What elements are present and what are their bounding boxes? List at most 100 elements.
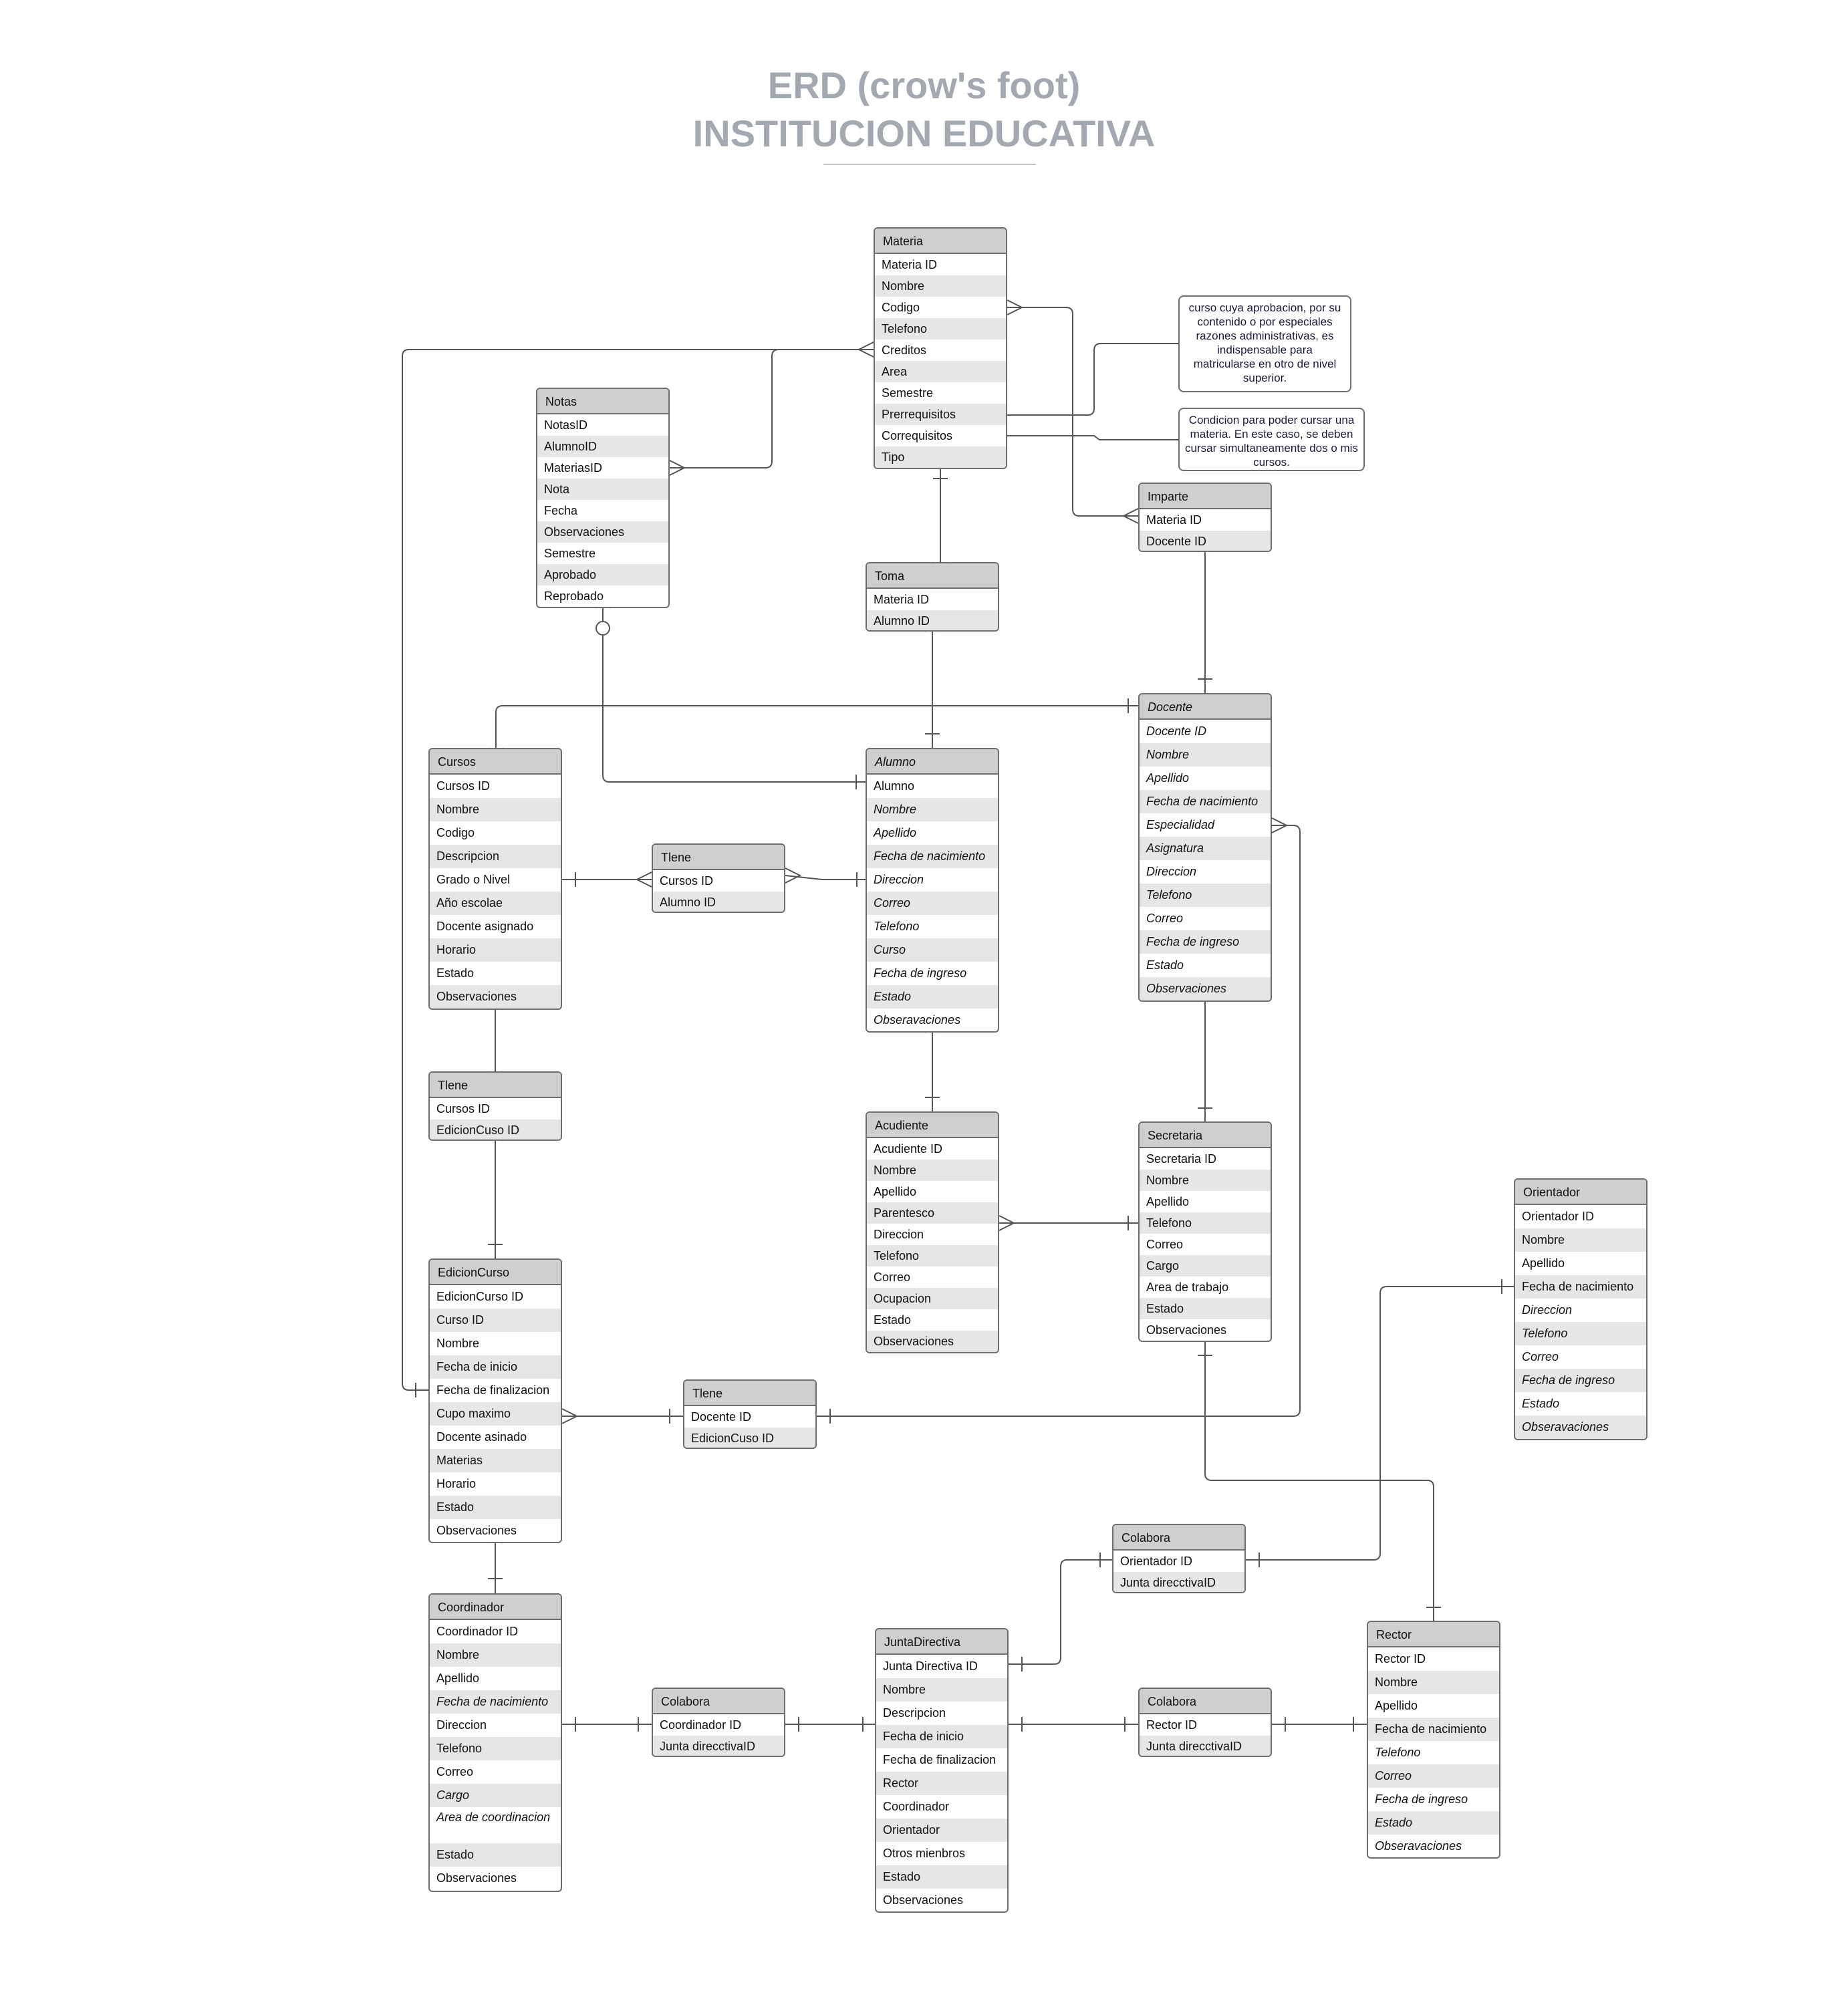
entity-field: Cargo [430,1784,561,1807]
entity-field: Apellido [874,1185,917,1198]
relationship-line [602,608,866,783]
entity-header: Rector [1368,1622,1499,1647]
entity-field: Apellido [1522,1256,1565,1270]
entity-field: Nombre [867,798,998,821]
entity-header: Coordinador [430,1595,561,1620]
entity-field: Codigo [882,301,920,314]
entity-field: Estado [876,1865,1007,1889]
entity-field: MateriasID [544,461,603,475]
entity-field: Telefono [1140,1212,1271,1234]
entity-field: Ocupacion [867,1288,998,1309]
entity-field: Fecha de ingreso [1375,1792,1468,1806]
entity-field: Horario [436,1477,477,1490]
relationship-line [1009,1559,1112,1665]
entity-field: Fecha de ingreso [874,966,967,980]
entity-field: Horario [430,938,561,962]
entity-field: Parentesco [867,1202,998,1224]
entity-field: Fecha de inicio [430,1355,561,1379]
entity-field: Observaciones [883,1893,964,1907]
relationship-line [1246,1286,1514,1561]
entity-header: Tlene [684,1381,815,1406]
entity-field: Correo [1522,1350,1559,1363]
entity-field: Estado [1522,1397,1560,1410]
entity-field: Observaciones [436,1524,517,1537]
entity-field: Estado [430,1496,561,1519]
entity-header: Docente [1140,694,1271,720]
relationship-line [670,349,874,468]
entity-field: Apellido [1146,1195,1190,1208]
entity-field: EdicionCurso ID [436,1290,524,1303]
entity-field: Descripcion [883,1706,946,1720]
entity-field: Especialidad [1146,818,1215,831]
entity-field: Telefono [1140,884,1271,907]
entity-field: Fecha de nacimiento [1515,1275,1646,1299]
entity-field: Curso ID [430,1309,561,1332]
entity-header: Notas [537,389,668,414]
entity-field: Asignatura [1140,837,1271,860]
entity-field: Docente ID [691,1410,752,1424]
entity-field: Apellido [1146,771,1190,785]
entity-field: Nombre [1140,1170,1271,1191]
entity-field: Nombre [1368,1671,1499,1694]
many-marker [1121,508,1139,524]
entity-header: Colabora [1140,1689,1271,1714]
entity-field: Telefono [874,920,920,933]
zero-marker [596,621,610,636]
entity-field: Rector ID [1146,1718,1198,1732]
entity-field: Correo [874,1270,911,1284]
entity-field: Orientador ID [1120,1555,1193,1568]
entity-field: Apellido [1375,1699,1418,1712]
entity-field: Nombre [1515,1228,1646,1252]
entity-field: Fecha de ingreso [1515,1369,1646,1392]
entity-field: Cupo maximo [430,1402,561,1426]
entity-field: Nombre [1140,743,1271,767]
entity-field: Docente asignado [436,920,534,933]
relationship-line [495,705,1138,748]
entity-field: Docente ID [1140,531,1271,551]
entity-field: Area [875,361,1006,382]
entity-field: Correo [1368,1764,1499,1788]
entity-field: Materia ID [1146,513,1202,527]
entity-header: Materia [875,229,1006,254]
entity-field: Direccion [436,1718,487,1732]
entity-field: Materia ID [874,593,930,606]
many-marker [1007,299,1024,315]
entity-field: Alumno ID [653,892,784,912]
entity-field: Rector [876,1772,1007,1795]
entity-field: Semestre [882,386,934,400]
entity-field: Estado [436,966,475,980]
entity-field: Secretaria ID [1146,1152,1217,1166]
entity-field: Nombre [867,1160,998,1181]
entity-field: AlumnoID [537,436,668,457]
relationship-line [1007,343,1178,416]
entity-field: Aprobado [537,564,668,585]
entity-field: Correo [867,892,998,915]
entity-field: Estado [874,1313,912,1327]
entity-field: Fecha de nacimiento [867,845,998,868]
entity-field: Reprobado [544,589,604,603]
entity-field: Fecha [544,504,578,517]
entity-header: Tlene [653,845,784,870]
entity-field: Observaciones [1146,1323,1227,1337]
entity-field: Apellido [874,826,917,839]
diagram-title: ERD (crow's foot) INSTITUCION EDUCATIVA [0,61,1848,158]
entity-field: Estado [867,985,998,1009]
entity-header: EdicionCurso [430,1260,561,1285]
entity-field: Observaciones [436,1871,517,1885]
many-marker [785,867,802,884]
entity-field: Area de coordinacion [436,1811,551,1824]
entity-field: Telefono [1515,1322,1646,1345]
entity-field: Año escolae [430,892,561,915]
title-underline [823,164,1036,165]
entity-field: Semestre [544,547,596,560]
